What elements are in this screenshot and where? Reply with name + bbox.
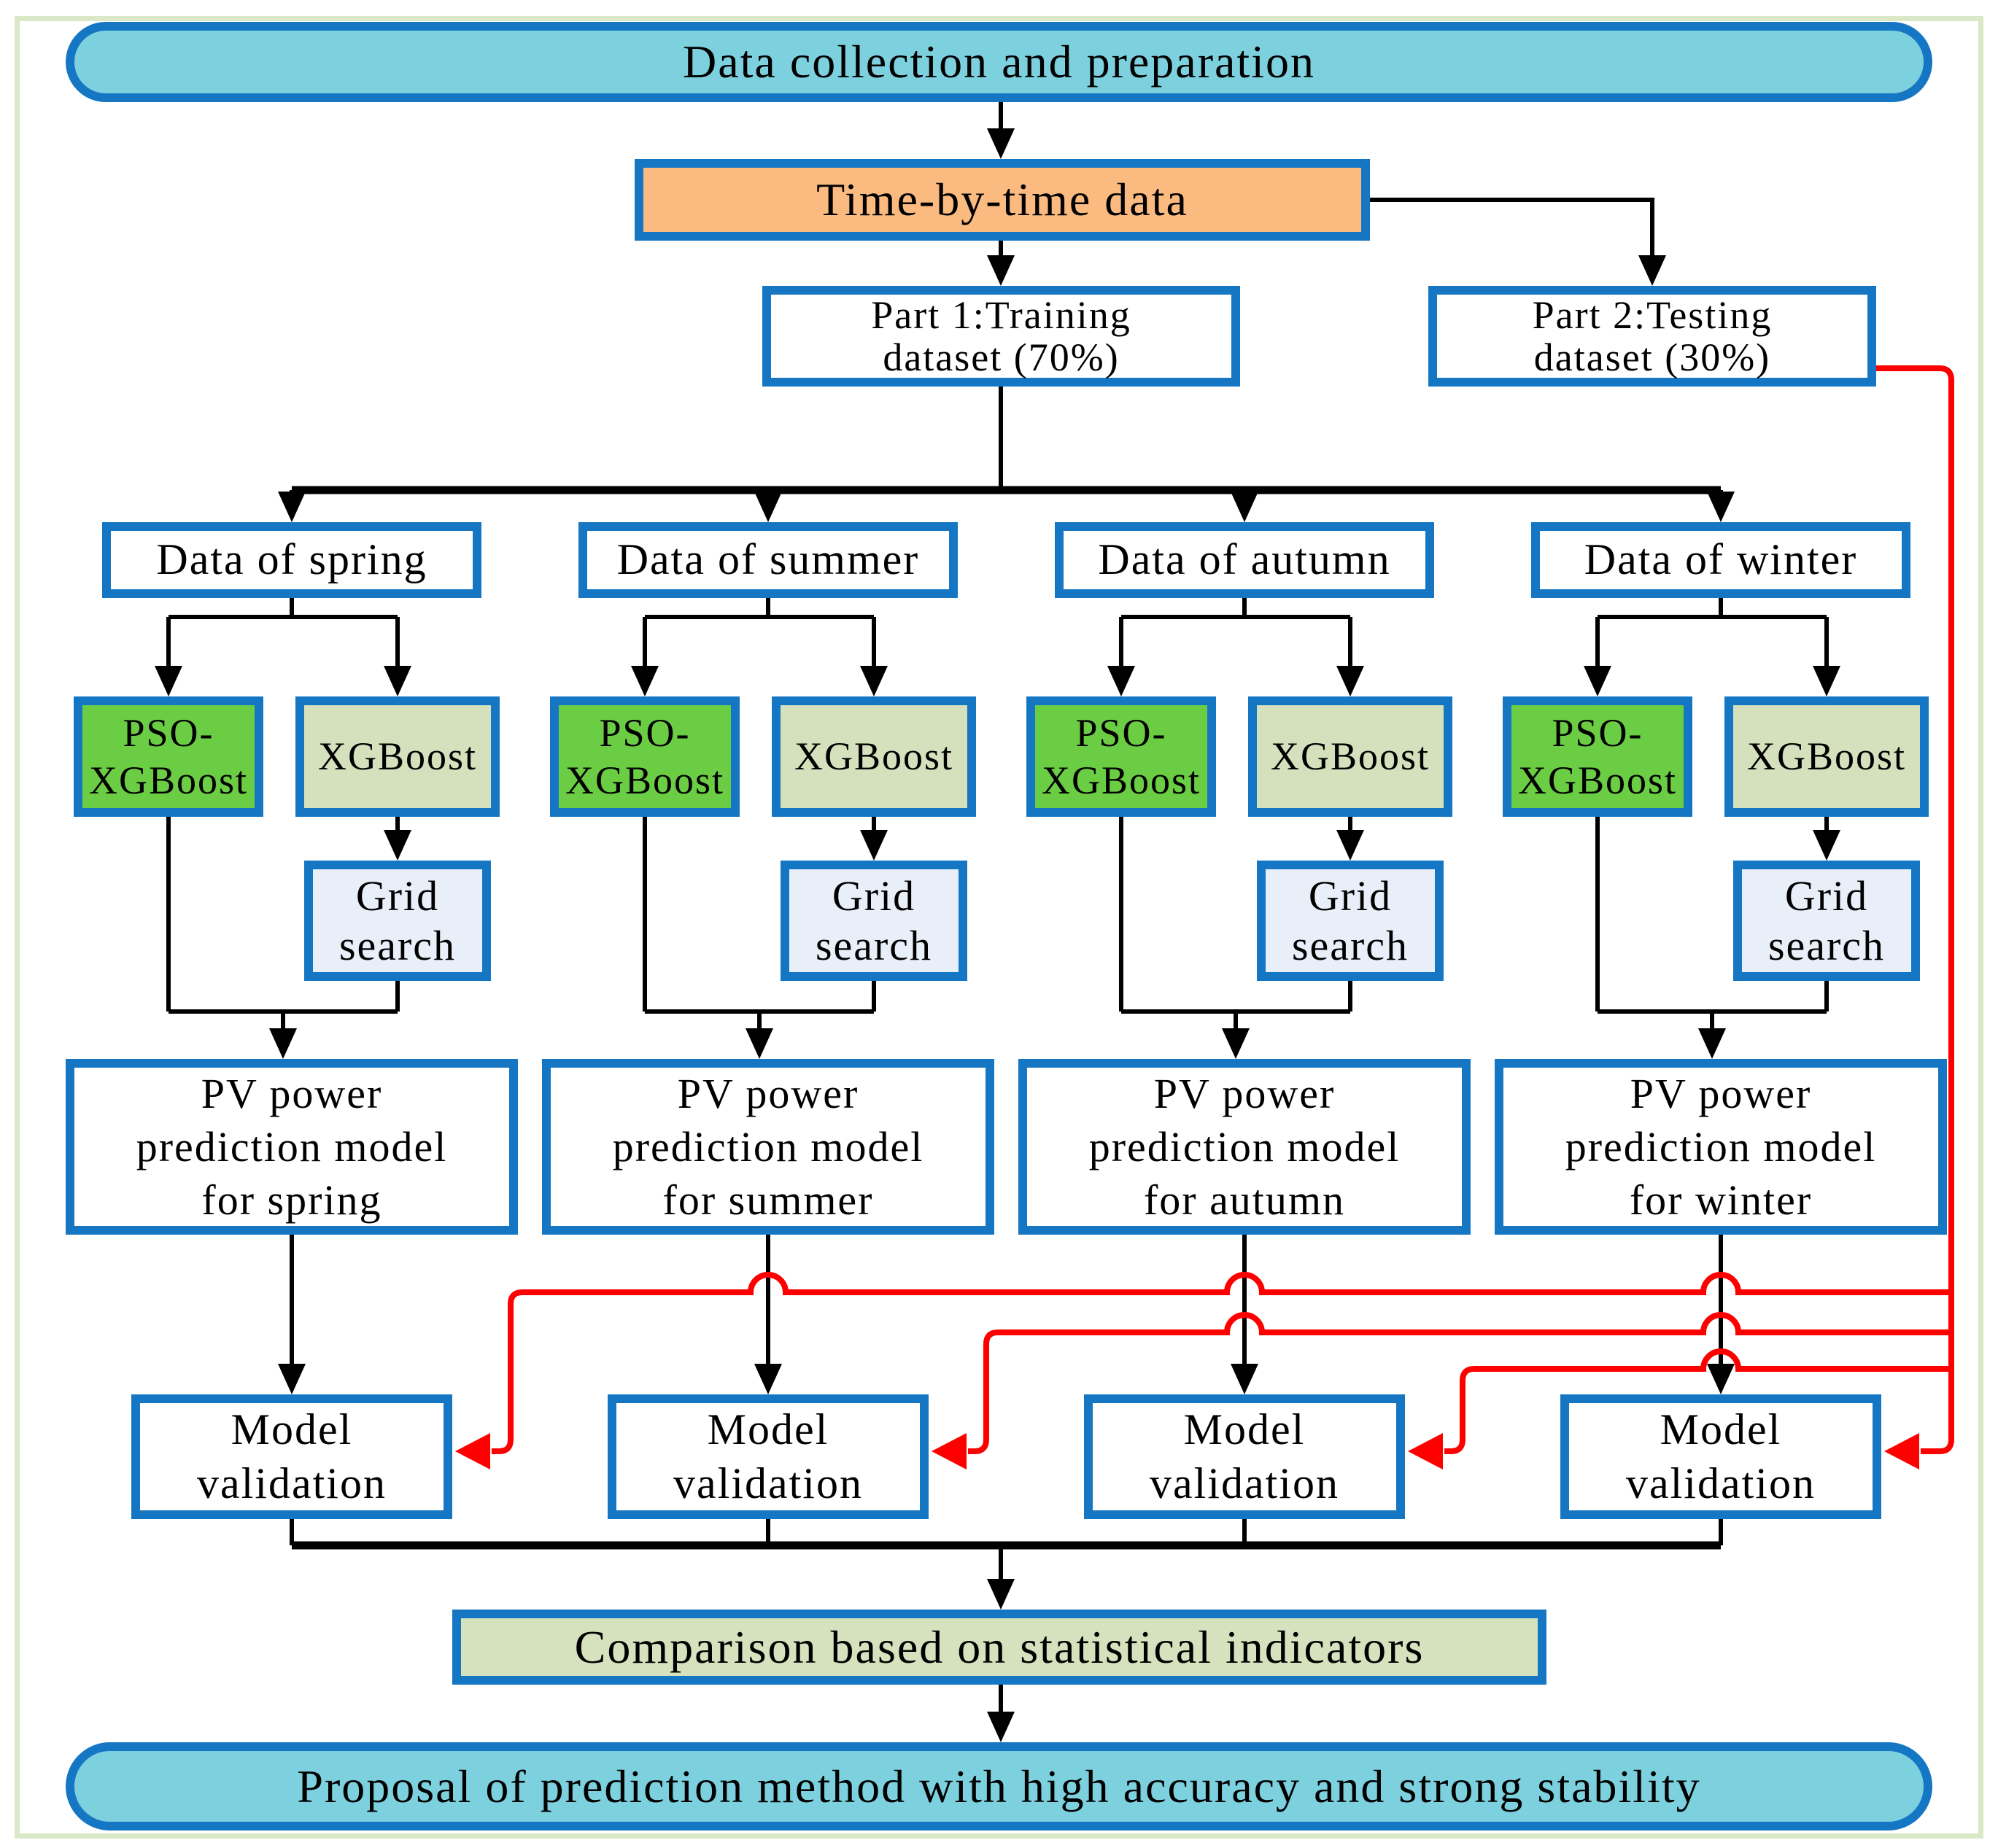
- node-pso-xgboost-winter: PSO- XGBoost: [1503, 696, 1692, 817]
- node-model-validation-winter: Model validation: [1560, 1394, 1881, 1519]
- node-part1-training-dataset: Part 1:Training dataset (70%): [762, 286, 1240, 387]
- node-pso-xgboost-autumn: PSO- XGBoost: [1026, 696, 1216, 817]
- node-data-of-autumn: Data of autumn: [1055, 522, 1434, 598]
- node-xgboost-winter: XGBoost: [1724, 696, 1929, 817]
- red-connectors: [492, 365, 1954, 1454]
- node-model-validation-autumn: Model validation: [1084, 1394, 1405, 1519]
- node-xgboost-summer: XGBoost: [772, 696, 976, 817]
- node-pv-model-winter: PV power prediction model for winter: [1495, 1059, 1947, 1235]
- node-grid-search-winter: Grid search: [1733, 861, 1920, 981]
- node-xgboost-spring: XGBoost: [295, 696, 500, 817]
- node-grid-search-autumn: Grid search: [1257, 861, 1444, 981]
- frame-border: [15, 16, 1983, 1839]
- node-time-by-time-data: Time-by-time data: [635, 159, 1370, 241]
- node-proposal-prediction-method: Proposal of prediction method with high …: [66, 1742, 1932, 1830]
- node-data-of-summer: Data of summer: [578, 522, 958, 598]
- node-grid-search-summer: Grid search: [781, 861, 967, 981]
- red-arrowheads: [455, 1433, 1919, 1470]
- node-data-collection: Data collection and preparation: [66, 22, 1932, 102]
- black-arrowheads: [155, 128, 1840, 1742]
- node-xgboost-autumn: XGBoost: [1248, 696, 1452, 817]
- node-pso-xgboost-summer: PSO- XGBoost: [550, 696, 740, 817]
- node-model-validation-spring: Model validation: [131, 1394, 452, 1519]
- node-grid-search-spring: Grid search: [304, 861, 491, 981]
- node-pv-model-summer: PV power prediction model for summer: [542, 1059, 994, 1235]
- node-comparison-statistical-indicators: Comparison based on statistical indicato…: [452, 1610, 1546, 1685]
- node-model-validation-summer: Model validation: [608, 1394, 929, 1519]
- node-data-of-spring: Data of spring: [102, 522, 481, 598]
- node-part2-testing-dataset: Part 2:Testing dataset (30%): [1428, 286, 1876, 387]
- node-pv-model-spring: PV power prediction model for spring: [66, 1059, 518, 1235]
- node-pso-xgboost-spring: PSO- XGBoost: [74, 696, 263, 817]
- node-data-of-winter: Data of winter: [1531, 522, 1910, 598]
- node-pv-model-autumn: PV power prediction model for autumn: [1018, 1059, 1471, 1235]
- black-connectors: [166, 102, 1829, 1715]
